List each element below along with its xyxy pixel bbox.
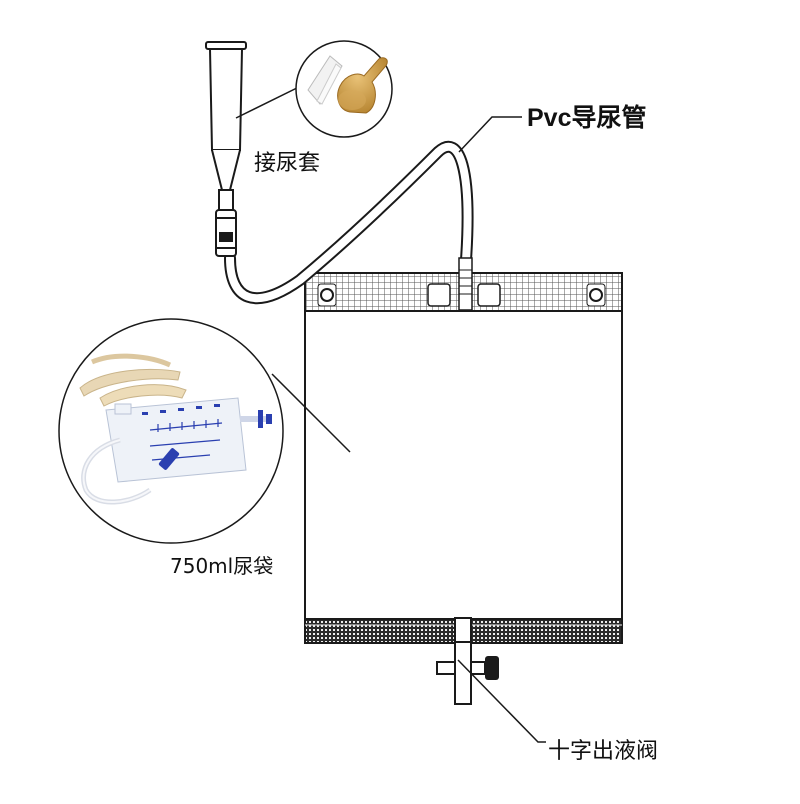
condom-photo-inset [296, 41, 392, 137]
valve-label: 十字出液阀 [548, 733, 658, 765]
hanging-hole-right [587, 284, 605, 306]
condom-connector [206, 42, 246, 256]
pvc-tube-label: Pvc导尿管 [527, 98, 646, 134]
urine-bag-label: 750ml尿袋 [170, 550, 273, 579]
condom-label: 接尿套 [254, 145, 320, 177]
drainage-bag [305, 273, 622, 643]
urine-bag-photo-inset [59, 319, 283, 543]
hanging-hole-left [318, 284, 336, 306]
